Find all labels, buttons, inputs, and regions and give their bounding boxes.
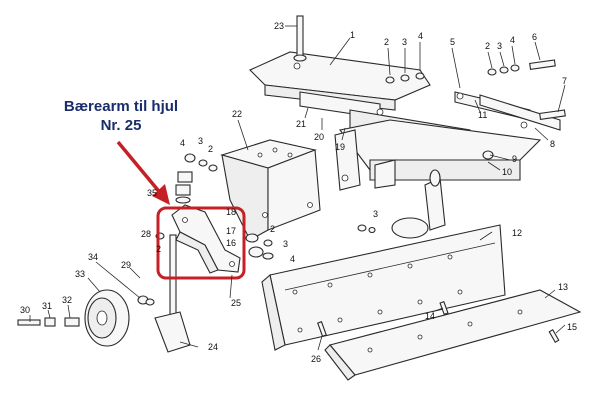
label-23: 23 bbox=[274, 21, 284, 31]
label-17: 17 bbox=[226, 226, 236, 236]
label-34: 34 bbox=[88, 252, 98, 262]
mount-bracket bbox=[220, 139, 321, 241]
blade bbox=[261, 224, 506, 351]
label-19: 19 bbox=[335, 142, 345, 152]
label-4d: 4 bbox=[290, 254, 295, 264]
label-3d: 3 bbox=[283, 239, 288, 249]
label-2: 2 bbox=[384, 37, 389, 47]
label-26: 26 bbox=[311, 354, 321, 364]
wheel-assembly bbox=[17, 234, 191, 353]
label-20: 20 bbox=[314, 132, 324, 142]
label-7: 7 bbox=[562, 76, 567, 86]
label-1: 1 bbox=[350, 30, 355, 40]
part-labels: 23 1 2 3 4 5 2 3 4 6 7 22 21 20 19 11 8 … bbox=[20, 21, 577, 364]
blade-mount bbox=[357, 169, 446, 239]
top-pin bbox=[293, 15, 307, 62]
label-32: 32 bbox=[62, 295, 72, 305]
label-35: 35 bbox=[147, 188, 157, 198]
callout-part-number: Nr. 25 bbox=[100, 117, 142, 134]
right-linkage bbox=[454, 59, 566, 131]
top-hardware bbox=[385, 64, 520, 160]
label-33: 33 bbox=[75, 269, 85, 279]
callout-arrow bbox=[116, 140, 170, 205]
cutting-edge bbox=[324, 289, 582, 381]
callout-title: Bærearm til hjul bbox=[63, 98, 179, 115]
arm-hardware bbox=[155, 232, 274, 260]
label-2e: 2 bbox=[270, 224, 275, 234]
bolts bbox=[317, 300, 560, 343]
label-2d: 2 bbox=[156, 244, 161, 254]
label-31: 31 bbox=[42, 301, 52, 311]
highlight-box bbox=[156, 206, 246, 280]
label-3c: 3 bbox=[198, 136, 203, 146]
left-hardware bbox=[175, 153, 218, 204]
label-2c: 2 bbox=[208, 144, 213, 154]
label-29: 29 bbox=[121, 260, 131, 270]
label-3e: 3 bbox=[373, 209, 378, 219]
label-13: 13 bbox=[558, 282, 568, 292]
label-18: 18 bbox=[226, 207, 236, 217]
label-28: 28 bbox=[141, 229, 151, 239]
label-22: 22 bbox=[232, 109, 242, 119]
leader-lines bbox=[29, 25, 566, 351]
label-11: 11 bbox=[478, 110, 487, 120]
label-12: 12 bbox=[512, 228, 522, 238]
label-3b: 3 bbox=[497, 41, 502, 51]
label-5: 5 bbox=[450, 37, 455, 47]
label-4b: 4 bbox=[510, 35, 515, 45]
label-8: 8 bbox=[550, 139, 555, 149]
label-30: 30 bbox=[20, 305, 30, 315]
label-24: 24 bbox=[208, 342, 218, 352]
label-3: 3 bbox=[402, 37, 407, 47]
label-15: 15 bbox=[567, 322, 577, 332]
label-14: 14 bbox=[425, 311, 435, 321]
main-frame bbox=[249, 51, 542, 191]
label-4: 4 bbox=[418, 31, 423, 41]
label-9: 9 bbox=[512, 154, 517, 164]
label-16: 16 bbox=[226, 238, 236, 248]
label-2b: 2 bbox=[485, 41, 490, 51]
label-21: 21 bbox=[296, 119, 306, 129]
label-25: 25 bbox=[231, 298, 241, 308]
label-4c: 4 bbox=[180, 138, 185, 148]
label-6: 6 bbox=[532, 32, 537, 42]
label-10: 10 bbox=[502, 167, 512, 177]
